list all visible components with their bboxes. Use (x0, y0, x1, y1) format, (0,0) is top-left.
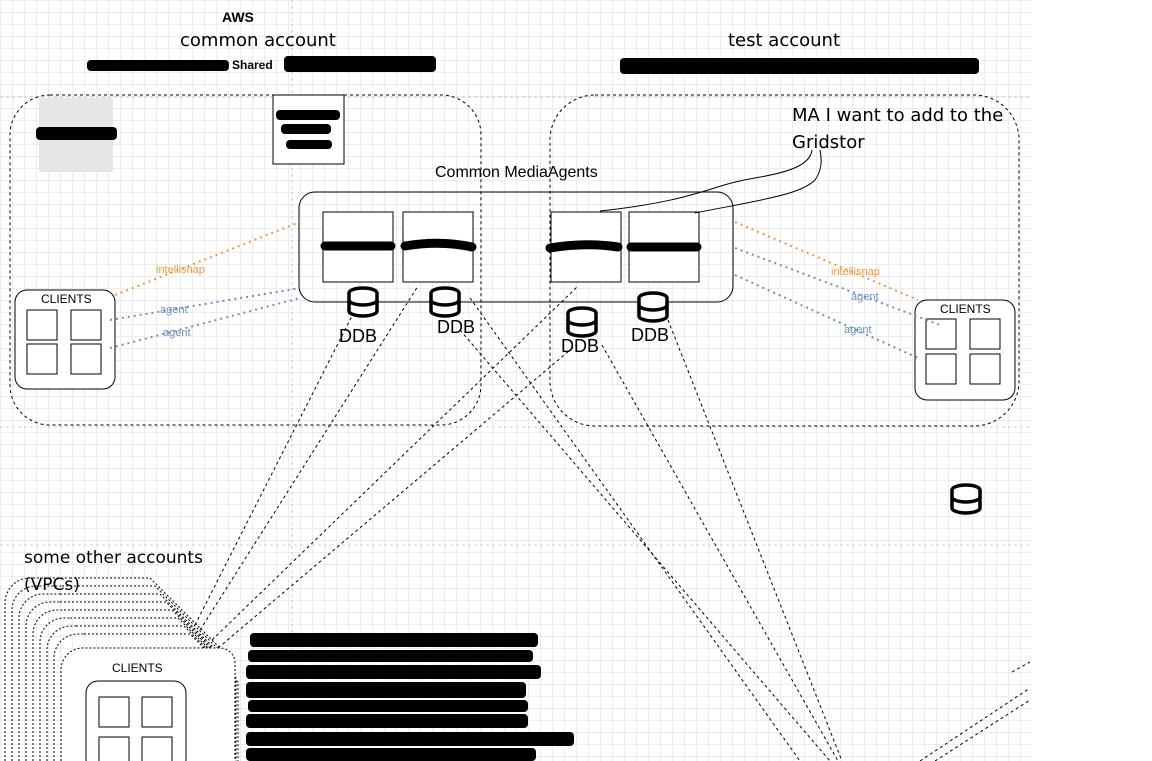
database-icon[interactable] (566, 306, 598, 338)
redaction-mark (246, 682, 526, 698)
redaction-mark (276, 110, 340, 120)
intellisnap-label: intellisnap (831, 266, 880, 278)
vpc-stack-shape (25, 601, 230, 761)
diagram-canvas: AWS common account test account Shared M… (0, 0, 1030, 761)
client-node[interactable] (925, 353, 957, 385)
client-node[interactable] (26, 343, 58, 375)
client-node[interactable] (70, 309, 102, 341)
callout-line (694, 149, 822, 214)
connector-line (194, 315, 353, 626)
client-node[interactable] (70, 343, 102, 375)
agent-link (109, 297, 301, 349)
redaction-mark (248, 650, 533, 662)
agent-link (109, 287, 301, 321)
vpc-stack-shape (53, 633, 239, 761)
connector-line (459, 329, 831, 761)
redaction-mark (246, 748, 536, 761)
aws-title: AWS (222, 9, 254, 25)
database-icon[interactable] (637, 291, 669, 323)
connector-line (667, 319, 843, 761)
mediaagents-group (298, 191, 734, 303)
redaction-mark (620, 58, 979, 74)
common-account-container (9, 94, 482, 426)
clients-label: CLIENTS (112, 661, 163, 675)
vpc-stack-shape (18, 593, 227, 761)
test-account-title: test account (728, 30, 840, 51)
ddb-label: DDB (631, 325, 670, 345)
redaction-mark (246, 714, 528, 728)
redaction-mark (286, 140, 332, 149)
vpc-stack-shape (11, 585, 224, 761)
ddb-label: DDB (561, 336, 600, 356)
client-node[interactable] (969, 353, 1001, 385)
redaction-mark (248, 700, 528, 712)
client-node[interactable] (925, 318, 957, 350)
redaction-mark (545, 240, 623, 253)
client-node[interactable] (141, 736, 173, 761)
vpc-stack-shape (39, 617, 235, 761)
connector-line (934, 699, 1030, 761)
client-node[interactable] (98, 696, 130, 728)
database-icon[interactable] (429, 286, 461, 318)
agent-link (734, 247, 941, 326)
vpc-stack-shape (70, 577, 221, 761)
client-node[interactable] (98, 736, 130, 761)
connector-line (217, 344, 577, 649)
client-node[interactable] (26, 309, 58, 341)
intellisnap-link (114, 221, 301, 296)
test-account-container (549, 94, 1020, 427)
other-accounts-label: some other accounts (VPCs) (24, 548, 203, 595)
redaction-mark (87, 60, 229, 71)
vpc-stack-shape (32, 609, 233, 761)
redaction-mark (400, 238, 477, 252)
clients-label: CLIENTS (41, 292, 92, 306)
intellisnap-label: intellisnap (156, 264, 205, 276)
ddb-label: DDB (339, 326, 378, 346)
agent-label: agent (851, 291, 879, 303)
shared-label: Shared (232, 58, 273, 72)
connector-line (199, 285, 419, 631)
client-node[interactable] (969, 318, 1001, 350)
redaction-mark (246, 665, 541, 679)
connector-line (601, 344, 839, 761)
redaction-mark (250, 633, 538, 647)
callout-line (599, 149, 813, 212)
ma-note: MA I want to add to the Gridstor (792, 105, 1004, 153)
redaction-mark (281, 124, 331, 134)
clients-label: CLIENTS (940, 302, 991, 316)
agent-label: agent (160, 304, 188, 316)
connector-line (919, 687, 1030, 761)
database-icon[interactable] (347, 286, 379, 318)
diagram-shapes (0, 0, 1030, 761)
client-node[interactable] (141, 696, 173, 728)
redaction-mark (284, 56, 436, 72)
agent-label: agent (163, 327, 191, 339)
connector-line (211, 285, 579, 641)
agent-label: agent (844, 324, 872, 336)
database-icon[interactable] (950, 483, 982, 515)
connector-line (469, 297, 801, 761)
redaction-mark (246, 732, 574, 746)
connector-line (1011, 661, 1030, 673)
redaction-mark (36, 127, 117, 140)
common-account-title: common account (180, 30, 336, 51)
ddb-label: DDB (437, 317, 476, 337)
vpc-stack-shape (4, 577, 70, 761)
common-mediaagents-label: Common MediaAgents (435, 164, 598, 181)
